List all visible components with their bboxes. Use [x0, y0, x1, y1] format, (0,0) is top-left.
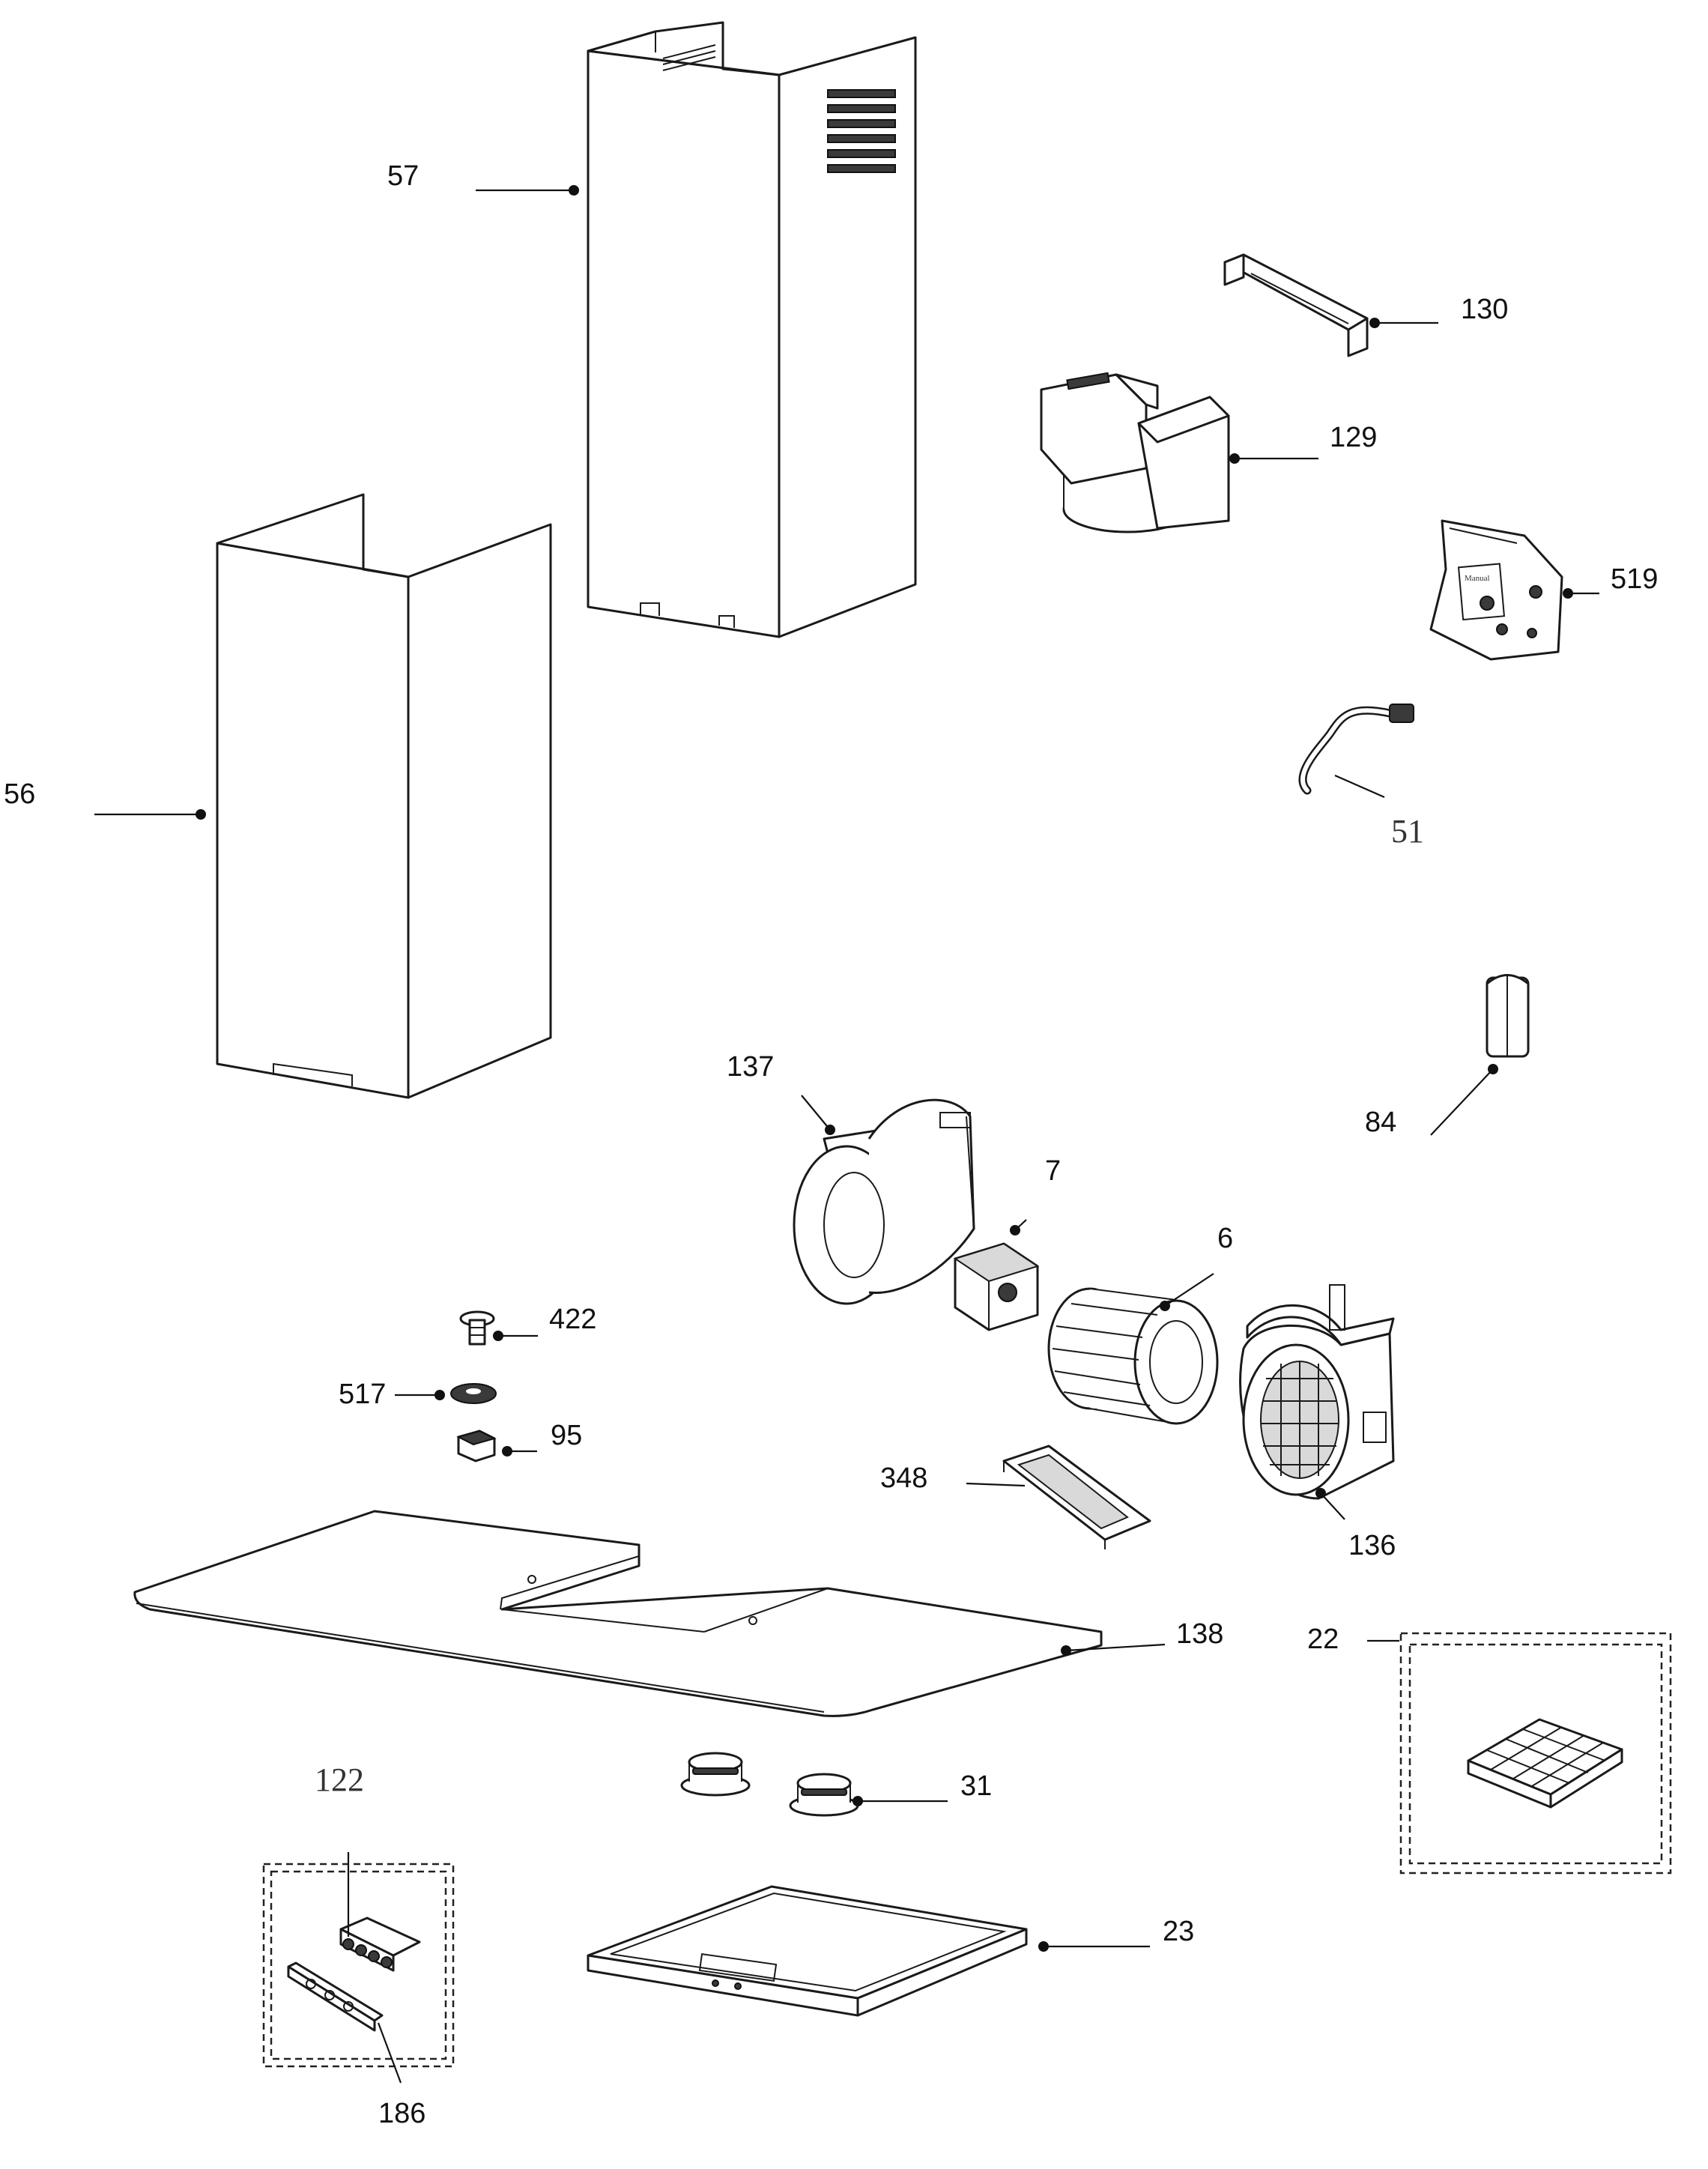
- label-517: 517: [339, 1379, 386, 1410]
- label-95: 95: [551, 1420, 582, 1451]
- part-95-nut: [456, 1430, 497, 1462]
- filter-grid: [1486, 1726, 1606, 1787]
- part-23-grease-filter: [587, 1885, 1028, 2017]
- label-31: 31: [960, 1770, 992, 1802]
- label-22: 22: [1307, 1624, 1339, 1655]
- part-7-motor: [953, 1242, 1040, 1331]
- part-519-accessory-bag: Manual: [1429, 519, 1563, 661]
- label-136: 136: [1348, 1530, 1396, 1561]
- label-348: 348: [880, 1462, 927, 1494]
- vent-slots-top: [662, 44, 716, 71]
- part-84-capacitor: [1486, 974, 1530, 1058]
- part-136-blower-housing-right: [1239, 1284, 1395, 1500]
- part-138-glass-canopy: [133, 1510, 1103, 1717]
- part-6-fan-wheel: [1047, 1287, 1219, 1425]
- label-186: 186: [378, 2098, 426, 2129]
- part-130-bracket: [1223, 253, 1369, 357]
- label-129: 129: [1330, 422, 1377, 453]
- label-84: 84: [1365, 1107, 1396, 1138]
- vent-slots-side: [827, 89, 896, 173]
- label-56: 56: [4, 778, 35, 810]
- fan-blades: [1052, 1303, 1158, 1406]
- label-7: 7: [1045, 1155, 1061, 1187]
- label-122: 122: [315, 1761, 364, 1798]
- label-422: 422: [549, 1304, 596, 1335]
- part-348-lamp-holder: [1002, 1445, 1151, 1549]
- part-56-lower-chimney: [216, 493, 552, 1099]
- part-22-carbon-filter: [1399, 1632, 1672, 1875]
- label-519: 519: [1611, 563, 1658, 595]
- label-137: 137: [727, 1051, 774, 1083]
- label-130: 130: [1461, 294, 1508, 325]
- housing-grille: [1261, 1362, 1339, 1478]
- part-422-screw: [459, 1310, 495, 1346]
- part-129-duct-adapter: [1040, 372, 1230, 533]
- part-137-blower-housing-left: [793, 1098, 975, 1305]
- label-57: 57: [387, 160, 419, 192]
- part-51-cable: [1298, 704, 1414, 795]
- part-57-upper-chimney: [587, 21, 917, 638]
- part-31-knobs: [680, 1752, 859, 1817]
- part-517-washer: [450, 1383, 497, 1404]
- label-23: 23: [1163, 1916, 1194, 1947]
- part-122-186-control-module: [262, 1863, 455, 2068]
- label-138: 138: [1176, 1618, 1223, 1650]
- label-51: 51: [1391, 813, 1424, 850]
- label-6: 6: [1217, 1223, 1233, 1254]
- manual-text: Manual: [1465, 574, 1490, 583]
